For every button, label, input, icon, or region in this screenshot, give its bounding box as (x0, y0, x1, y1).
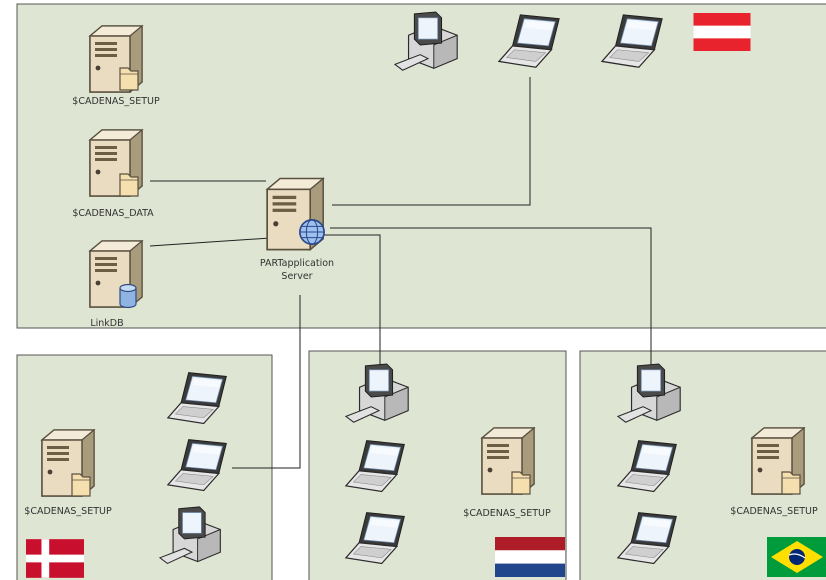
netherlands-setup-label: $CADENAS_SETUP (463, 508, 551, 519)
link-app-server-to-netherlands (320, 234, 381, 372)
database-icon (119, 283, 137, 309)
data-server-label: $CADENAS_DATA (72, 208, 154, 219)
app-server-label-line1: PARTapplication (260, 258, 334, 269)
linkdb-server: LinkDB (89, 240, 143, 329)
brazil-setup-server: $CADENAS_SETUP (730, 427, 818, 517)
setup-server-label: $CADENAS_SETUP (72, 96, 160, 107)
folder-icon (511, 471, 531, 495)
folder-icon (119, 173, 139, 197)
link-app-server-to-austria-laptop (332, 77, 531, 206)
setup-file-server: $CADENAS_SETUP (72, 25, 160, 107)
app-server-label-line2: Server (281, 271, 312, 282)
data-file-server: $CADENAS_DATA (72, 129, 154, 219)
flag-austria-icon (693, 13, 751, 51)
folder-icon (119, 67, 139, 91)
brazil-setup-label: $CADENAS_SETUP (730, 506, 818, 517)
folder-icon (71, 473, 91, 497)
denmark-setup-label: $CADENAS_SETUP (24, 506, 112, 517)
denmark-setup-server: $CADENAS_SETUP (24, 429, 112, 517)
folder-icon (781, 471, 801, 495)
link-app-server-to-brazil (330, 227, 652, 375)
flag-brazil-icon (767, 536, 826, 578)
link-app-server-to-denmark (232, 295, 301, 469)
linkdb-label: LinkDB (90, 318, 123, 329)
netherlands-setup-server: $CADENAS_SETUP (463, 427, 551, 519)
partapplication-server: PARTapplication Server (260, 177, 334, 282)
flag-denmark-icon (26, 539, 84, 578)
flag-netherlands-icon (495, 537, 565, 577)
globe-icon (299, 219, 325, 245)
